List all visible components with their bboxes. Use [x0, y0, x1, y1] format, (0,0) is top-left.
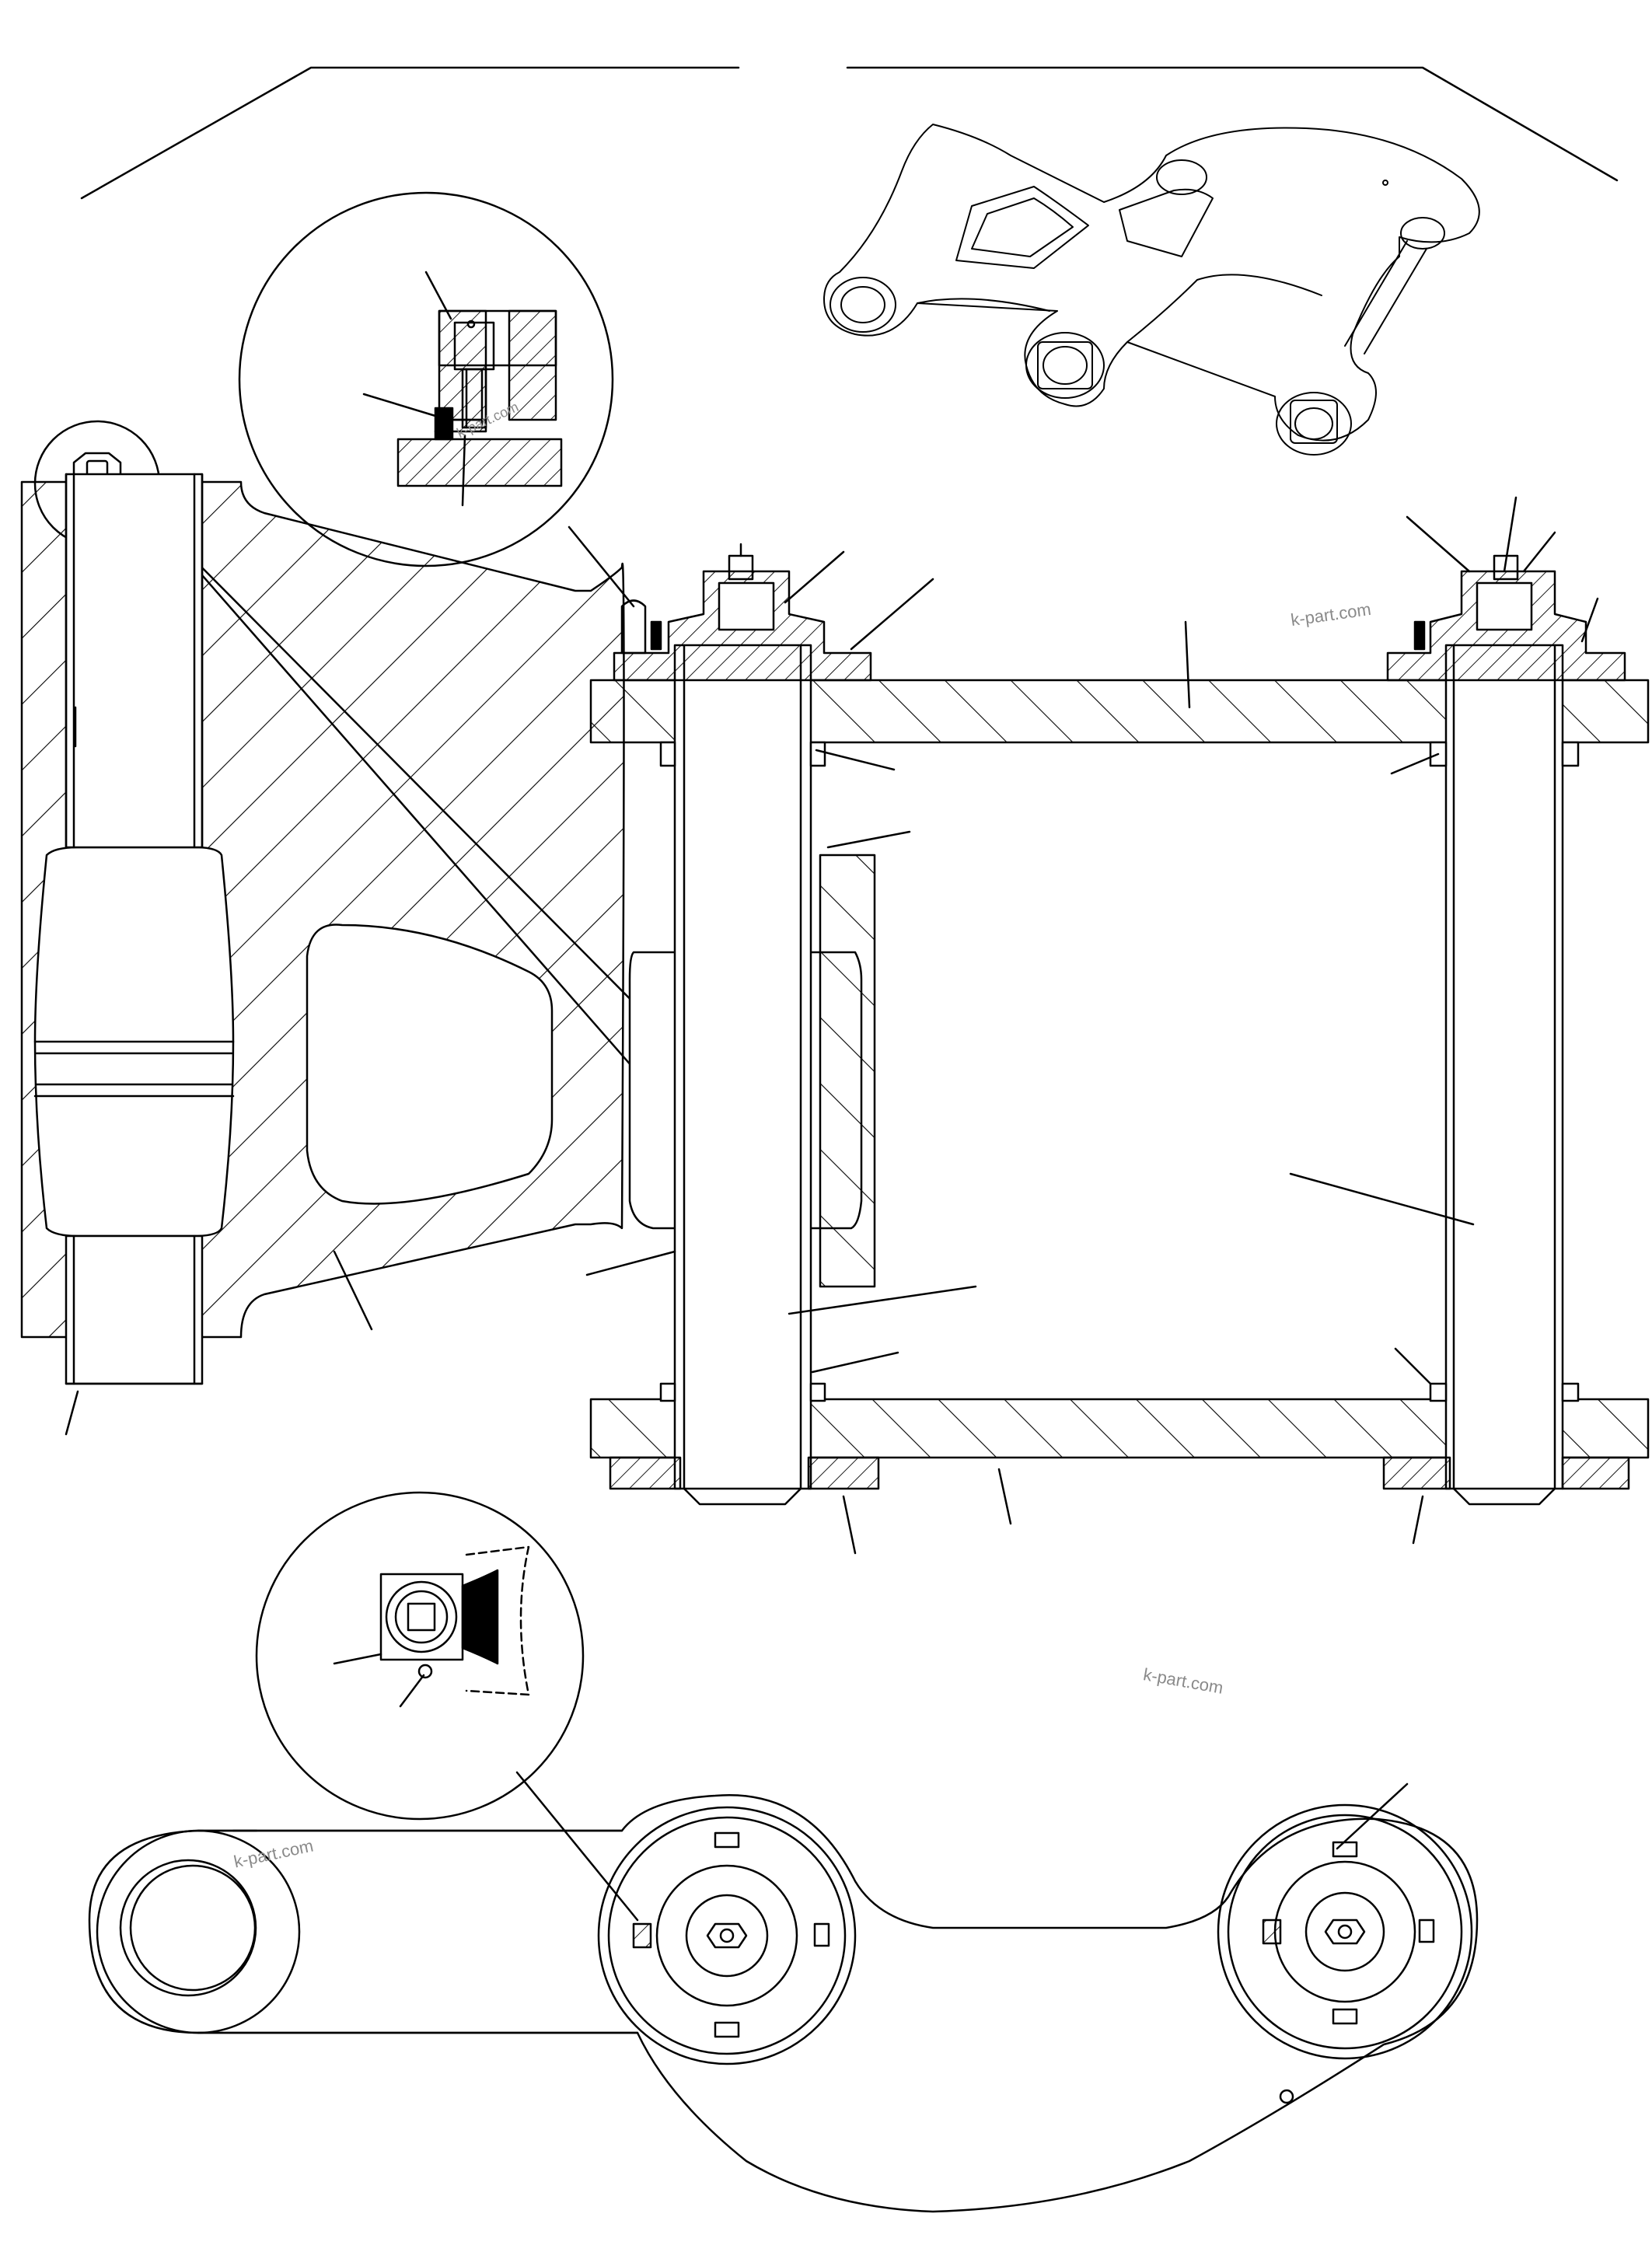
- frame-lines: [80, 66, 1619, 200]
- detail-circle-side-fitting: [255, 1491, 639, 1922]
- detail-circle-grease-fitting: [238, 191, 635, 608]
- isometric-link-view: [823, 124, 1480, 456]
- link-side-view: [88, 1782, 1479, 2213]
- link-section-view: [20, 473, 863, 1436]
- pin-assembly-view: [585, 496, 1650, 1555]
